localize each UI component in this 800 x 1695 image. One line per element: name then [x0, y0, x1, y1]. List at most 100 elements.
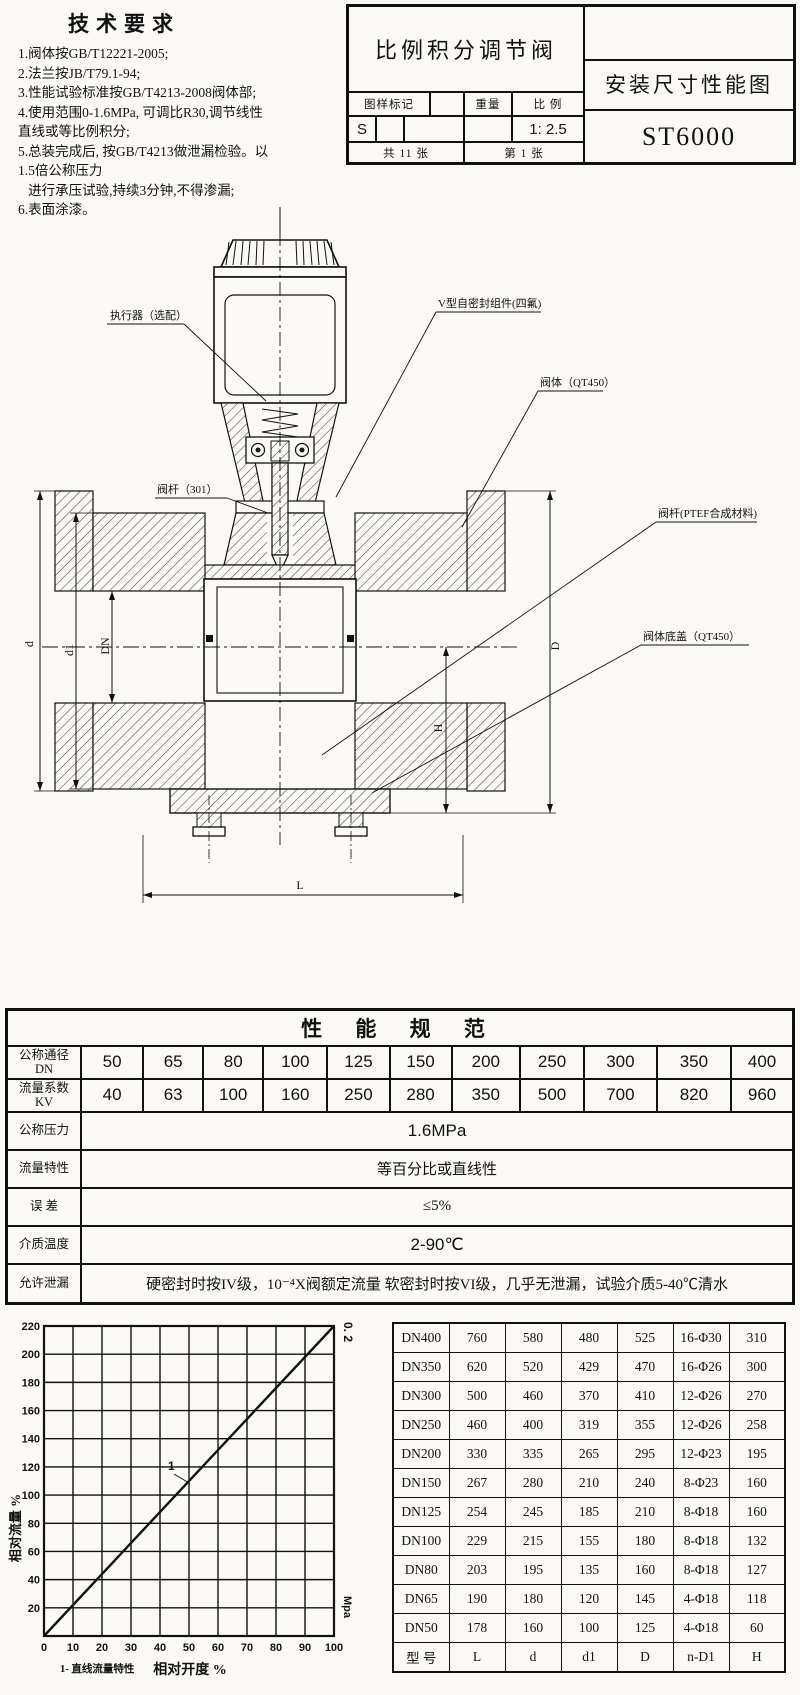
spec-dn-value: 350	[655, 1044, 733, 1080]
tech-requirement-line: 1.5倍公称压力	[18, 163, 103, 178]
dims-cell: 460	[448, 1410, 506, 1440]
chart-x-axis-label: 相对开度 %	[153, 1661, 227, 1678]
callout-disc-label: 阀杆(PTEF合成材料)	[658, 506, 757, 520]
spec-row-label: 误 差	[5, 1186, 83, 1227]
dims-cell: 145	[616, 1584, 674, 1614]
dim-L-label: L	[296, 878, 303, 892]
spec-title: 性 能 规 范	[5, 1008, 795, 1047]
chart-x-tick-label: 30	[125, 1642, 137, 1654]
spec-row: 性 能 规 范	[5, 1008, 795, 1047]
dimension-lines	[34, 490, 556, 903]
dims-cell: 118	[728, 1584, 786, 1614]
tech-requirement-line: 2.法兰按JB/T79.1-94;	[18, 65, 141, 81]
dims-cell: 240	[616, 1468, 674, 1498]
dims-cell: DN150	[392, 1468, 450, 1498]
dims-cell: 480	[560, 1322, 618, 1353]
tech-requirement-line: 6.表面涂漆。	[18, 202, 96, 217]
dims-cell: DN300	[392, 1381, 450, 1411]
dims-cell: 100	[560, 1613, 618, 1643]
tech-requirements-title: 技术要求	[68, 12, 180, 36]
dims-cell: 267	[448, 1468, 506, 1498]
dims-cell: 8-Φ18	[672, 1555, 730, 1585]
dims-cell: 254	[448, 1497, 506, 1527]
dims-cell: 195	[728, 1439, 786, 1469]
sheets-total: 共 11 张	[383, 147, 429, 160]
dims-cell: DN200	[392, 1439, 450, 1469]
dims-cell: 195	[504, 1555, 562, 1585]
divider	[375, 115, 377, 143]
dims-cell: H	[728, 1642, 786, 1673]
tech-requirement-line: 直线或等比例积分;	[18, 124, 130, 139]
spec-kv-value: 820	[655, 1077, 733, 1113]
dims-cell: 125	[616, 1613, 674, 1643]
spec-dn-value: 250	[518, 1044, 586, 1080]
dims-cell: 620	[448, 1352, 506, 1382]
dims-cell: L	[448, 1642, 506, 1673]
dims-cell: 429	[560, 1352, 618, 1382]
callout-leaders	[107, 311, 757, 794]
dims-cell: DN250	[392, 1410, 450, 1440]
chart-y-tick-label: 80	[28, 1518, 40, 1530]
spec-row-value: 等百分比或直线性	[80, 1148, 795, 1189]
dims-cell: 270	[728, 1381, 786, 1411]
dims-cell: 155	[560, 1526, 618, 1556]
dims-cell: 410	[616, 1381, 674, 1411]
divider	[429, 91, 431, 117]
dims-cell: 210	[560, 1468, 618, 1498]
dims-cell: 245	[504, 1497, 562, 1527]
dims-cell: 335	[504, 1439, 562, 1469]
mark-value: S	[356, 120, 367, 138]
chart-y-tick-label: 220	[22, 1321, 40, 1333]
callout-vseal-label: V型自密封组件(四氟)	[438, 296, 542, 310]
dims-cell: 330	[448, 1439, 506, 1469]
chart-y-tick-label: 60	[28, 1546, 40, 1558]
chart-x-tick-label: 100	[325, 1642, 343, 1654]
spec-kv-value: 280	[388, 1077, 453, 1113]
spec-label-line: DN	[34, 1062, 54, 1076]
dims-cell: 12-Φ26	[672, 1410, 730, 1440]
scale-label: 比 例	[533, 99, 563, 111]
dims-cell: 60	[728, 1613, 786, 1643]
tech-requirement-line: 进行承压试验,持续3分钟,不得渗漏;	[18, 182, 235, 198]
dims-cell: 12-Φ23	[672, 1439, 730, 1469]
spec-kv-value: 960	[730, 1077, 795, 1113]
dims-cell: 160	[728, 1468, 786, 1498]
dims-cell: 型 号	[392, 1642, 450, 1673]
chart-x-tick-label: 0	[41, 1642, 47, 1654]
spec-label-line: 公称通径	[19, 1047, 70, 1062]
chart-line-label: 1	[168, 1459, 175, 1473]
dims-cell: 319	[560, 1410, 618, 1440]
chart-x-tick-label: 20	[96, 1642, 108, 1654]
dims-cell: DN80	[392, 1555, 450, 1585]
dims-cell: DN400	[392, 1322, 450, 1353]
dims-cell: DN50	[392, 1613, 450, 1643]
spec-label-line: 流量系数	[19, 1080, 70, 1095]
dims-cell: 12-Φ26	[672, 1381, 730, 1411]
chart-series-line	[43, 1325, 335, 1637]
spec-dn-value: 80	[202, 1044, 265, 1080]
chart-x-tick-label: 80	[270, 1642, 282, 1654]
chart-y-axis-label: 相对流量 %	[8, 1494, 23, 1562]
dims-cell: 160	[504, 1613, 562, 1643]
spec-dn-value: 50	[80, 1044, 145, 1080]
dims-cell: 400	[504, 1410, 562, 1440]
spec-kv-value: 160	[262, 1077, 329, 1113]
dims-cell: 8-Φ18	[672, 1526, 730, 1556]
spec-kv-value: 100	[202, 1077, 265, 1113]
spec-row: 误 差≤5%	[5, 1186, 795, 1227]
spec-row-value: ≤5%	[80, 1186, 795, 1227]
dims-cell: 8-Φ23	[672, 1468, 730, 1498]
dims-cell: D	[616, 1642, 674, 1673]
spec-row: 允许泄漏硬密封时按IV级，10⁻⁴X阀额定流量 软密封时按VI级，几乎无泄漏，试…	[5, 1262, 795, 1305]
dims-cell: 370	[560, 1381, 618, 1411]
spec-label-line: KV	[34, 1095, 54, 1109]
